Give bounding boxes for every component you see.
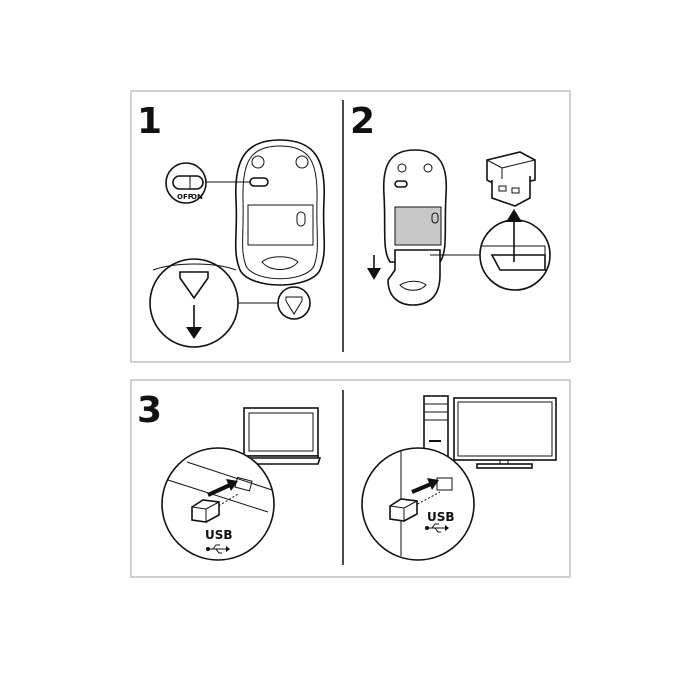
switch-zoom-callout: OFF ON — [165, 162, 207, 204]
usb-trident-icon — [425, 523, 449, 533]
battery-cover — [387, 249, 441, 306]
laptop — [238, 407, 322, 465]
mouse-underside — [234, 139, 326, 286]
usb-label: USB — [205, 528, 233, 542]
usb-label-desktop: USB — [427, 510, 455, 524]
usb-receiver — [486, 151, 536, 207]
laptop-port-zoom: USB — [161, 447, 275, 561]
arrow-down-icon — [186, 327, 202, 339]
power-switch — [249, 177, 269, 187]
step-number-3: 3 — [137, 390, 162, 431]
arrow-up-icon — [506, 209, 522, 222]
cover-zoom-callout — [149, 258, 239, 348]
arrow-insert-icon — [427, 478, 439, 490]
panel-steps-1-2 — [130, 90, 571, 363]
receiver-zoom-callout — [479, 209, 551, 291]
usb-trident-icon — [206, 544, 230, 554]
arrow-insert-icon — [226, 479, 238, 491]
step-number-2: 2 — [350, 101, 375, 142]
panel-step-3 — [130, 379, 571, 578]
mouse-cover-removed — [367, 149, 448, 306]
step-number-1: 1 — [137, 101, 162, 142]
arrow-down-icon — [367, 268, 381, 280]
desktop-port-zoom: USB — [361, 447, 475, 561]
switch-label-off: OFF — [177, 193, 193, 201]
switch-label-on: ON — [191, 193, 203, 201]
